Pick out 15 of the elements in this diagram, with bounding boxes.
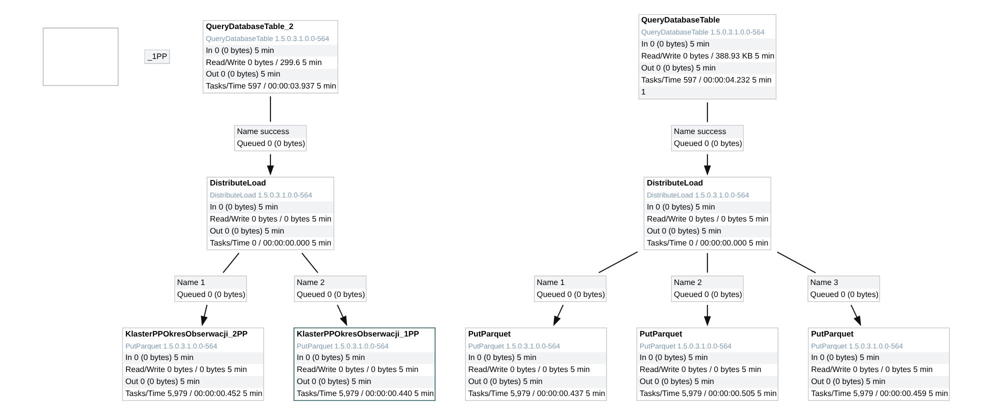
connector (706, 253, 708, 273)
node-box (42, 28, 119, 86)
arrow (850, 304, 862, 326)
connector (776, 252, 816, 274)
arrow (336, 304, 348, 326)
arrow (704, 304, 711, 326)
connector (706, 102, 708, 122)
connector (222, 252, 240, 273)
arrow (553, 304, 564, 326)
arrow (704, 154, 711, 176)
connector (598, 251, 638, 274)
connector (302, 252, 318, 273)
connector (270, 96, 271, 122)
arrow (200, 304, 208, 326)
arrow (266, 154, 274, 176)
